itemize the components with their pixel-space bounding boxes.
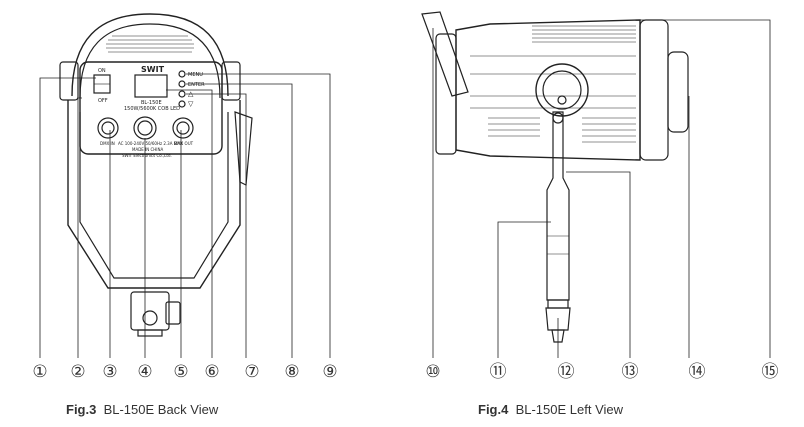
switch-off-label: OFF: [98, 98, 108, 104]
fig3-label: Fig.3: [66, 402, 97, 417]
lcd-display: [134, 74, 168, 98]
spec-label: 150W/5600K COB LED: [124, 106, 180, 112]
dmx-out-connector: [172, 117, 194, 139]
callout-2: ②: [70, 362, 85, 382]
callout-13: ⑬: [622, 362, 639, 382]
callout-11: ⑪: [490, 362, 507, 382]
callout-9: ⑨: [322, 362, 337, 382]
tilt-lock-knob: [234, 111, 253, 186]
fig4-title: BL-150E Left View: [515, 402, 624, 417]
callout-4: ④: [137, 362, 152, 382]
down-button: [178, 100, 186, 108]
callout-1: ①: [32, 362, 47, 382]
up-label: △: [188, 90, 194, 98]
menu-button: [178, 70, 186, 78]
yoke-arm: [546, 111, 570, 301]
left-view-drawing: [421, 11, 689, 343]
enter-button: [178, 80, 186, 88]
dmx-in-label: DMX IN: [100, 141, 115, 146]
ac-info-label: AC 100-240V 50/60Hz 2.3A MAX: [118, 141, 183, 146]
dmx-in-connector: [97, 117, 119, 139]
down-label: ▽: [188, 100, 194, 108]
ac-power-connector: [133, 116, 157, 140]
callout-10: ⑩: [425, 362, 440, 382]
back-view-leader-lines: [39, 73, 331, 358]
fig3-caption: Fig.3 BL-150E Back View: [66, 402, 218, 417]
callout-5: ⑤: [173, 362, 188, 382]
diagram-canvas: SWIT ON OFF MENU ENTER △ ▽ BL-150E 150W/…: [32, 11, 779, 382]
model-label: BL-150E: [141, 100, 162, 106]
back-view-drawing: [59, 13, 253, 337]
callout-3: ③: [102, 362, 117, 382]
left-view-leader-lines: [432, 19, 771, 358]
fig4-label: Fig.4: [478, 402, 509, 417]
brand-label: SWIT: [141, 65, 165, 74]
enter-label: ENTER: [188, 82, 205, 88]
made-in-label: MADE IN CHINA: [132, 147, 163, 152]
maker-label: SWIT Electronics Co.,Ltd.: [122, 153, 172, 158]
callout-12: ⑫: [558, 362, 575, 382]
callout-14: ⑭: [689, 362, 706, 382]
callout-15: ⑮: [762, 362, 779, 382]
dmx-out-label: DMX OUT: [174, 141, 194, 146]
callout-8: ⑧: [284, 362, 299, 382]
up-button: [178, 90, 186, 98]
switch-on-label: ON: [98, 68, 106, 74]
callout-7: ⑦: [244, 362, 259, 382]
callout-6: ⑥: [204, 362, 219, 382]
fig3-title: BL-150E Back View: [103, 402, 219, 417]
fig4-caption: Fig.4 BL-150E Left View: [478, 402, 623, 417]
menu-label: MENU: [188, 72, 203, 78]
